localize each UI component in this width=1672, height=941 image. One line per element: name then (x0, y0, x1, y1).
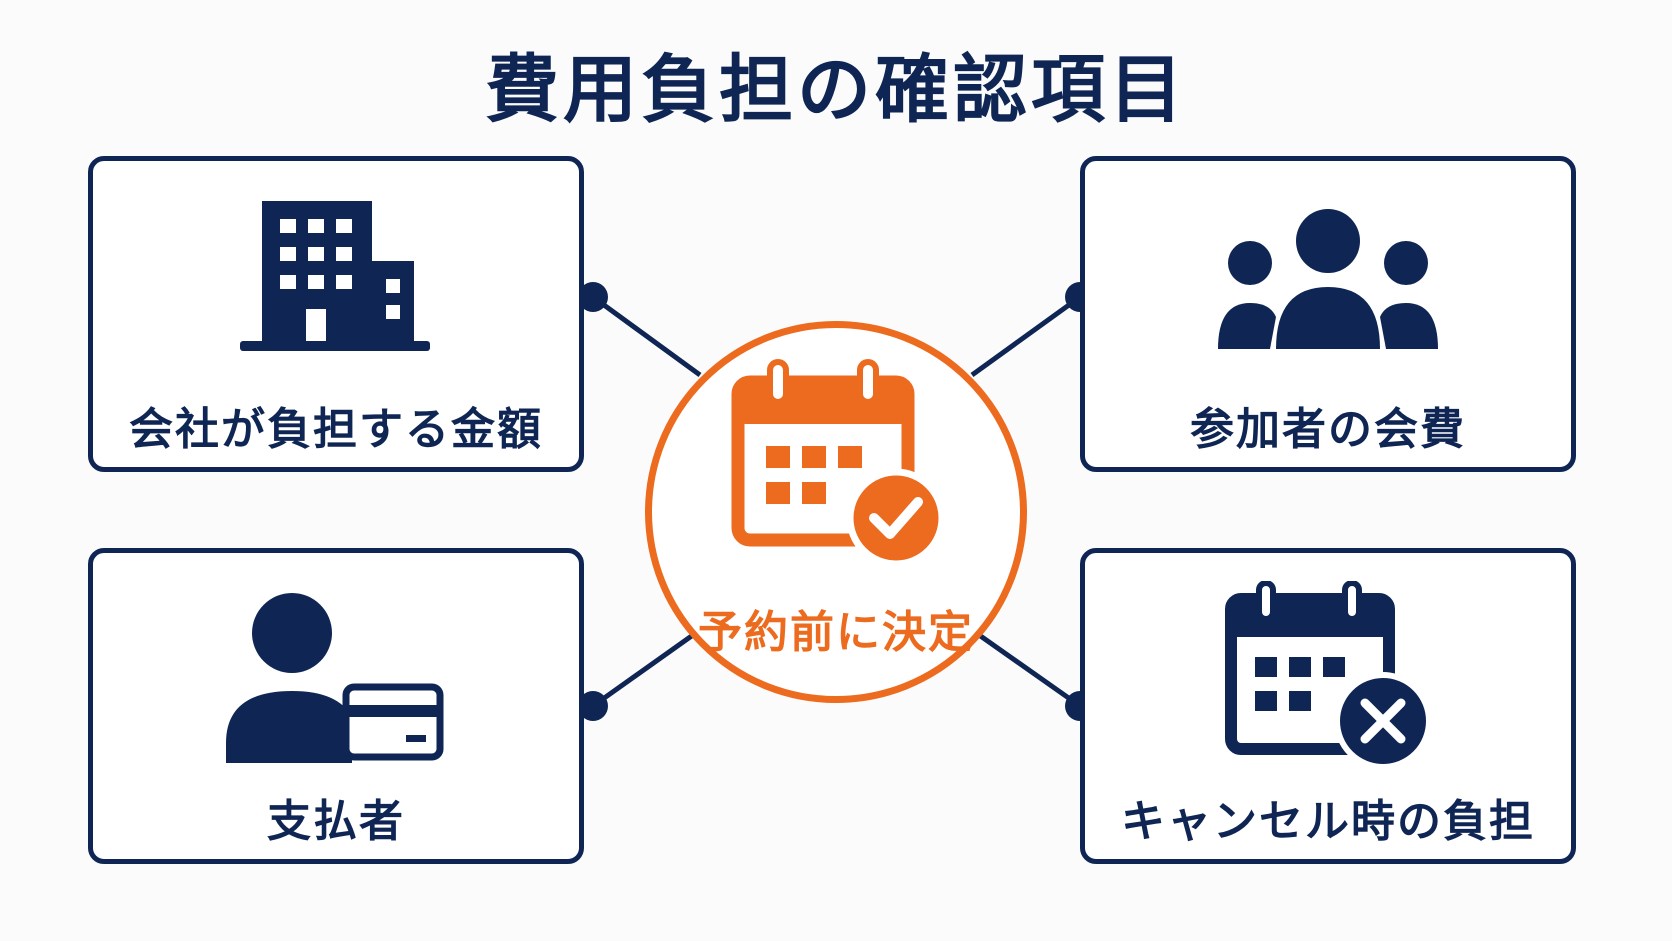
card-company-amount: 会社が負担する金額 (88, 156, 584, 472)
card-label: 支払者 (267, 796, 405, 847)
card-cancellation-cost: キャンセル時の負担 (1080, 548, 1576, 864)
center-label: 予約前に決定 (698, 607, 974, 658)
calendar-check-icon (652, 358, 1020, 570)
center-decision-node: 予約前に決定 (645, 321, 1027, 703)
card-label: 会社が負担する金額 (129, 404, 543, 455)
connector-top-right (970, 294, 1082, 378)
connector-bottom-left (591, 627, 702, 709)
node-dot-top-left (578, 282, 608, 312)
card-payer: 支払者 (88, 548, 584, 864)
office-building-icon (93, 201, 579, 351)
group-people-icon (1085, 209, 1571, 349)
person-credit-card-icon (93, 593, 579, 763)
card-label: 参加者の会費 (1190, 404, 1466, 455)
connector-bottom-right (970, 627, 1082, 709)
card-participant-fee: 参加者の会費 (1080, 156, 1576, 472)
card-label: キャンセル時の負担 (1121, 796, 1535, 847)
page-title: 費用負担の確認項目 (485, 47, 1187, 133)
node-dot-bottom-left (578, 691, 608, 721)
connector-top-left (591, 294, 702, 378)
calendar-cancel-icon (1085, 581, 1571, 771)
